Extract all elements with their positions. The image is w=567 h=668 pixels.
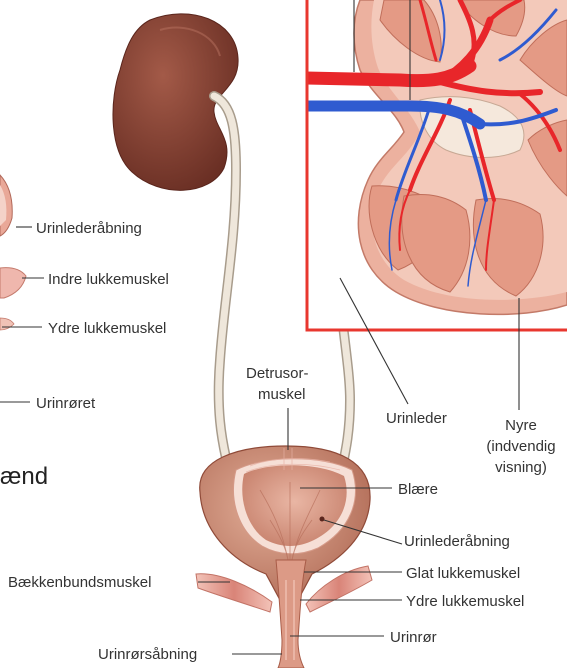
label-ydre-lukkemuskel-right: Ydre lukkemuskel	[406, 593, 524, 610]
label-baekkenbundsmuskel: Bækkenbundsmuskel	[8, 574, 151, 591]
label-detrusor-line1: Detrusor-	[246, 365, 309, 382]
label-nyre-line2: (indvendig	[486, 438, 555, 455]
label-indre-lukkemuskel: Indre lukkemuskel	[48, 271, 169, 288]
bladder	[200, 446, 370, 668]
label-ydre-lukkemuskel-left: Ydre lukkemuskel	[48, 320, 166, 337]
label-nyre-line3: visning)	[495, 459, 547, 476]
label-detrusor-line2: muskel	[258, 386, 306, 403]
label-urinroersaabning: Urinrørsåbning	[98, 646, 197, 663]
label-nyre-line1: Nyre	[505, 417, 537, 434]
left-partial-anatomy	[0, 175, 26, 330]
label-urinroeret: Urinrøret	[36, 395, 96, 412]
label-blaere: Blære	[398, 481, 438, 498]
label-urinlederaabning-right: Urinlederåbning	[404, 533, 510, 550]
label-glat-lukkemuskel: Glat lukkemuskel	[406, 565, 520, 582]
label-urinroer: Urinrør	[390, 629, 437, 646]
label-urinleder: Urinleder	[386, 410, 447, 427]
kidney-internal-view	[306, 0, 567, 330]
label-partial-word: ænd	[0, 463, 48, 490]
label-urinlederaabning-left: Urinlederåbning	[36, 220, 142, 237]
ureter-opening-dot	[320, 517, 325, 522]
